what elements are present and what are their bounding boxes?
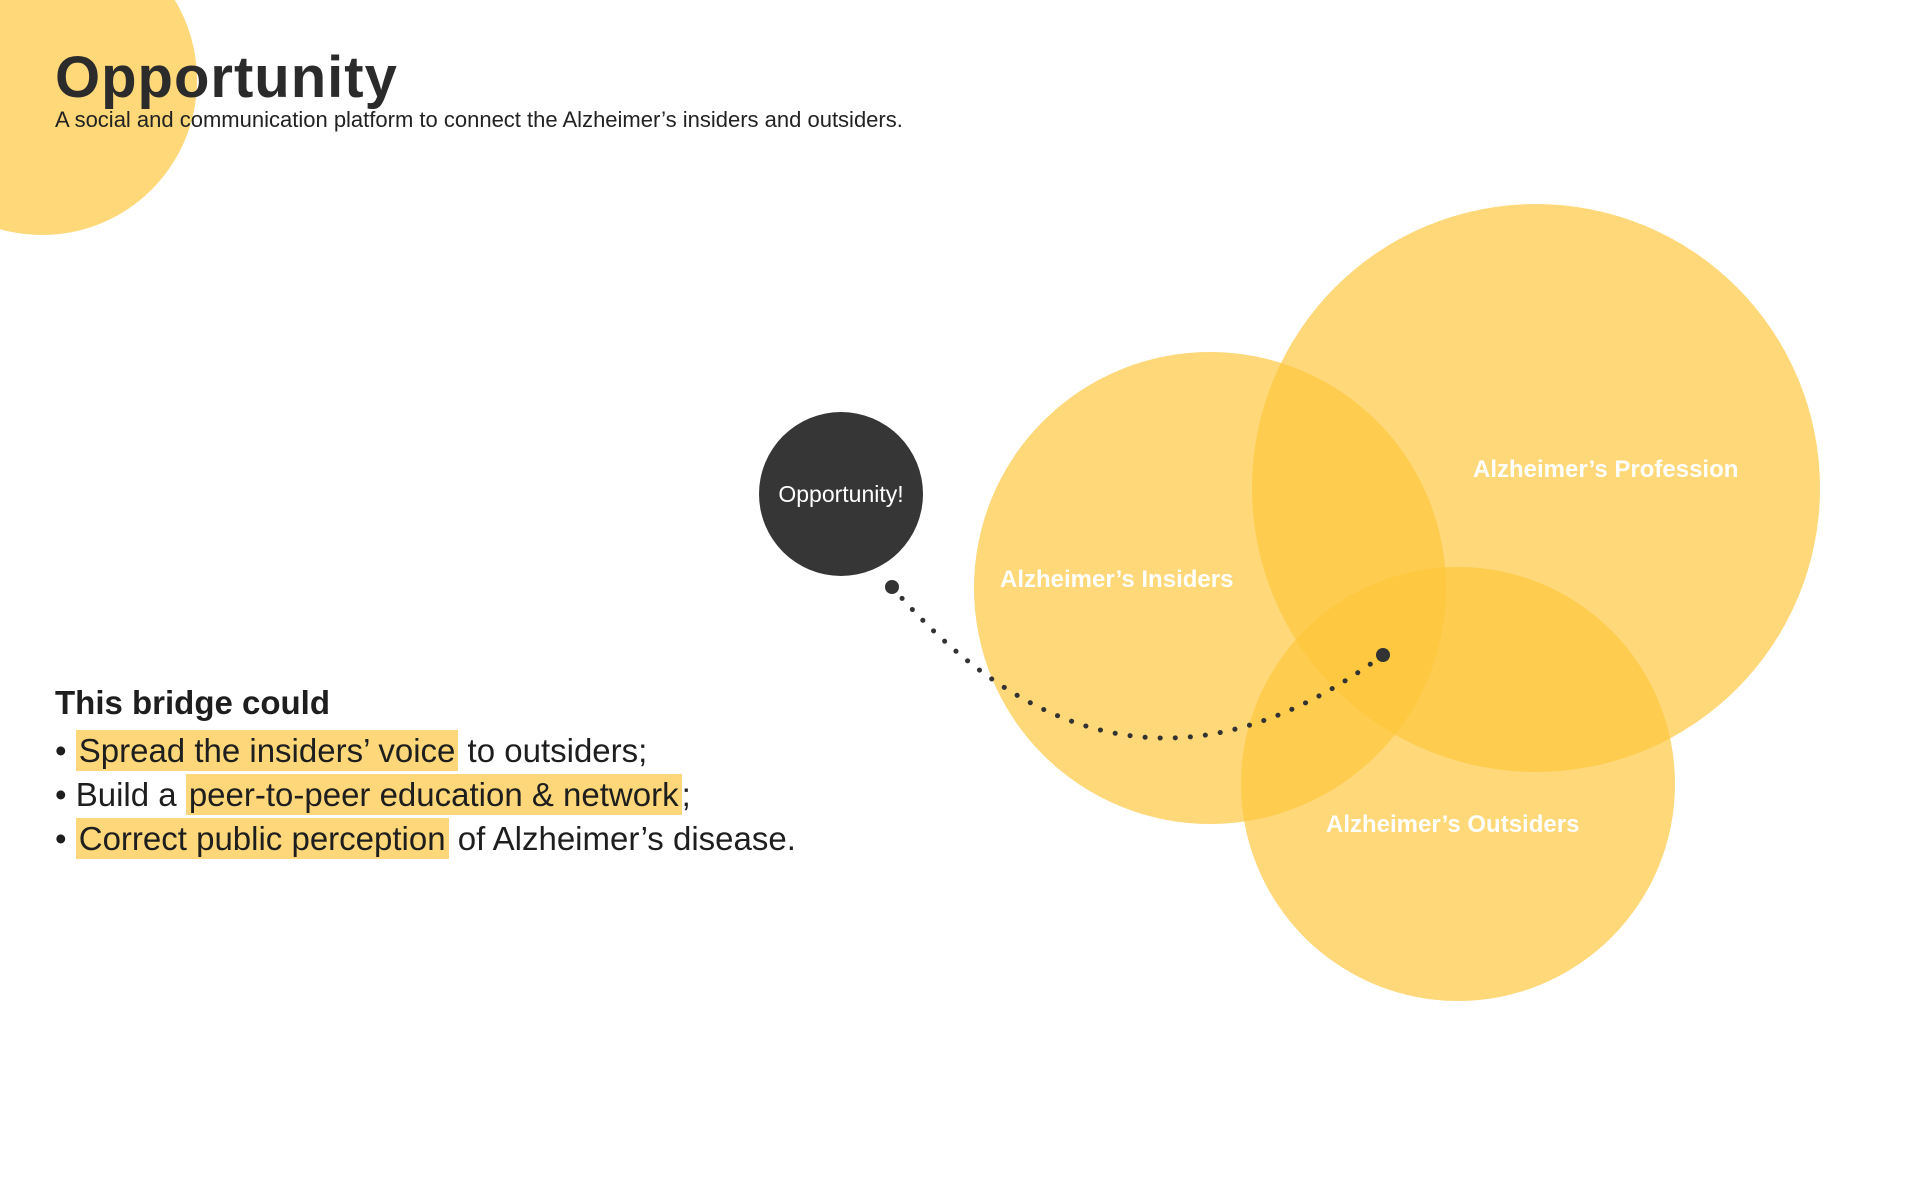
bridge-dotted-arc: [889, 584, 1386, 741]
bridge-item-network: • Build a peer-to-peer education & netwo…: [55, 773, 955, 817]
page-title: Opportunity: [55, 45, 398, 110]
bridge-heading: This bridge could: [55, 684, 331, 721]
bridge-list: • Spread the insiders’ voice to outsider…: [55, 729, 955, 861]
venn-circle-outsiders: [1241, 567, 1675, 1001]
item-text: to outsiders;: [458, 732, 648, 770]
corner-decor-circle: [0, 0, 197, 235]
label-insiders: Alzheimer’s Insiders: [1000, 566, 1233, 593]
label-outsiders: Alzheimer’s Outsiders: [1326, 811, 1579, 838]
item-prefix: Build a: [75, 776, 186, 814]
arc-start-dot: [885, 580, 899, 594]
opportunity-node-label: Opportunity!: [778, 481, 903, 507]
highlighted-phrase: peer-to-peer education & network: [185, 774, 682, 816]
highlighted-phrase: Spread the insiders’ voice: [75, 730, 459, 772]
highlighted-phrase: Correct public perception: [75, 818, 449, 860]
bridge-item-voice: • Spread the insiders’ voice to outsider…: [55, 729, 955, 773]
arc-end-dot: [1376, 648, 1390, 662]
bullet: •: [55, 776, 76, 814]
item-text: ;: [681, 776, 691, 814]
bridge-section: This bridge could • Spread the insiders’…: [55, 682, 955, 861]
bridge-item-perception: • Correct public perception of Alzheimer…: [55, 817, 955, 861]
opportunity-node: [759, 412, 923, 576]
bullet: •: [55, 820, 76, 858]
label-profession: Alzheimer’s Profession: [1473, 456, 1738, 483]
item-text: of Alzheimer’s disease.: [448, 820, 796, 858]
page-subtitle: A social and communication platform to c…: [55, 107, 903, 132]
bullet: •: [55, 732, 76, 770]
